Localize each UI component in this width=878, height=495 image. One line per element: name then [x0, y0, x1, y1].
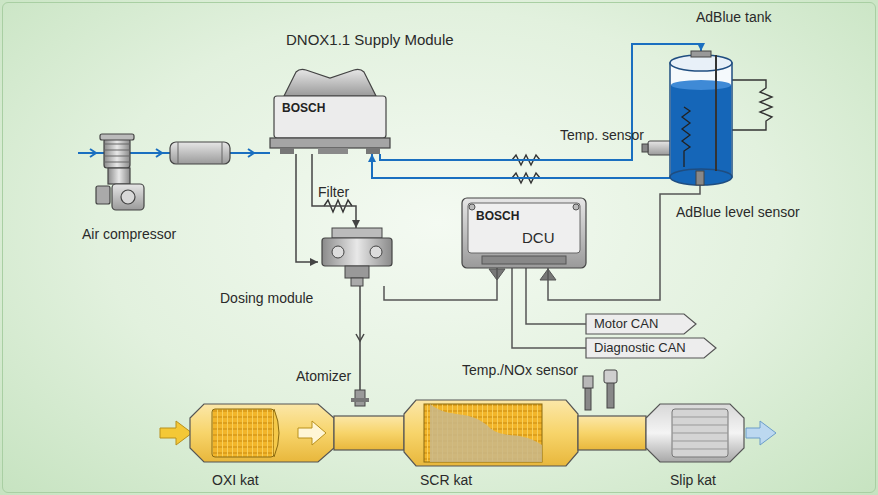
- catalyst-label: OXI kat: [212, 472, 259, 488]
- dosing-module-shape: [318, 228, 396, 286]
- connector: [312, 154, 360, 228]
- adblue-tank-shape: [670, 55, 732, 185]
- bus-tag: Diagnostic CAN: [586, 338, 716, 358]
- tank-title: AdBlue tank: [696, 9, 772, 25]
- dosing-module: Dosing module: [318, 228, 396, 286]
- connector: [296, 154, 318, 266]
- filter-label: Filter: [318, 184, 349, 200]
- bus-tag: Motor CAN: [586, 314, 696, 334]
- connector: [384, 268, 497, 300]
- sensor-label: Temp. sensor: [560, 127, 644, 143]
- brand-label: BOSCH: [476, 208, 519, 224]
- catalyst-label: Slip kat: [670, 472, 716, 488]
- dcu-box: BOSCHDCU: [462, 198, 586, 268]
- module-title: DNOX1.1 Supply Module: [286, 32, 454, 48]
- part-label: Dosing module: [220, 290, 313, 306]
- sensor-label: Temp./NOx sensor: [462, 362, 578, 378]
- connector: [512, 268, 586, 348]
- connector: [380, 43, 705, 160]
- part-label: Atomizer: [296, 368, 351, 384]
- part-label: Air compressor: [82, 226, 176, 242]
- connector: [368, 154, 670, 178]
- unit-name: DCU: [522, 230, 555, 246]
- catalyst-label: SCR kat: [420, 472, 472, 488]
- brand-label: BOSCH: [282, 100, 325, 116]
- bus-name: Diagnostic CAN: [594, 340, 686, 356]
- supply-module: DNOX1.1 Supply ModuleBOSCH: [270, 66, 390, 154]
- sensor-label: AdBlue level sensor: [676, 204, 800, 220]
- connector: [526, 268, 586, 324]
- bus-name: Motor CAN: [594, 316, 658, 332]
- adblue-tank: AdBlue tank: [670, 55, 732, 185]
